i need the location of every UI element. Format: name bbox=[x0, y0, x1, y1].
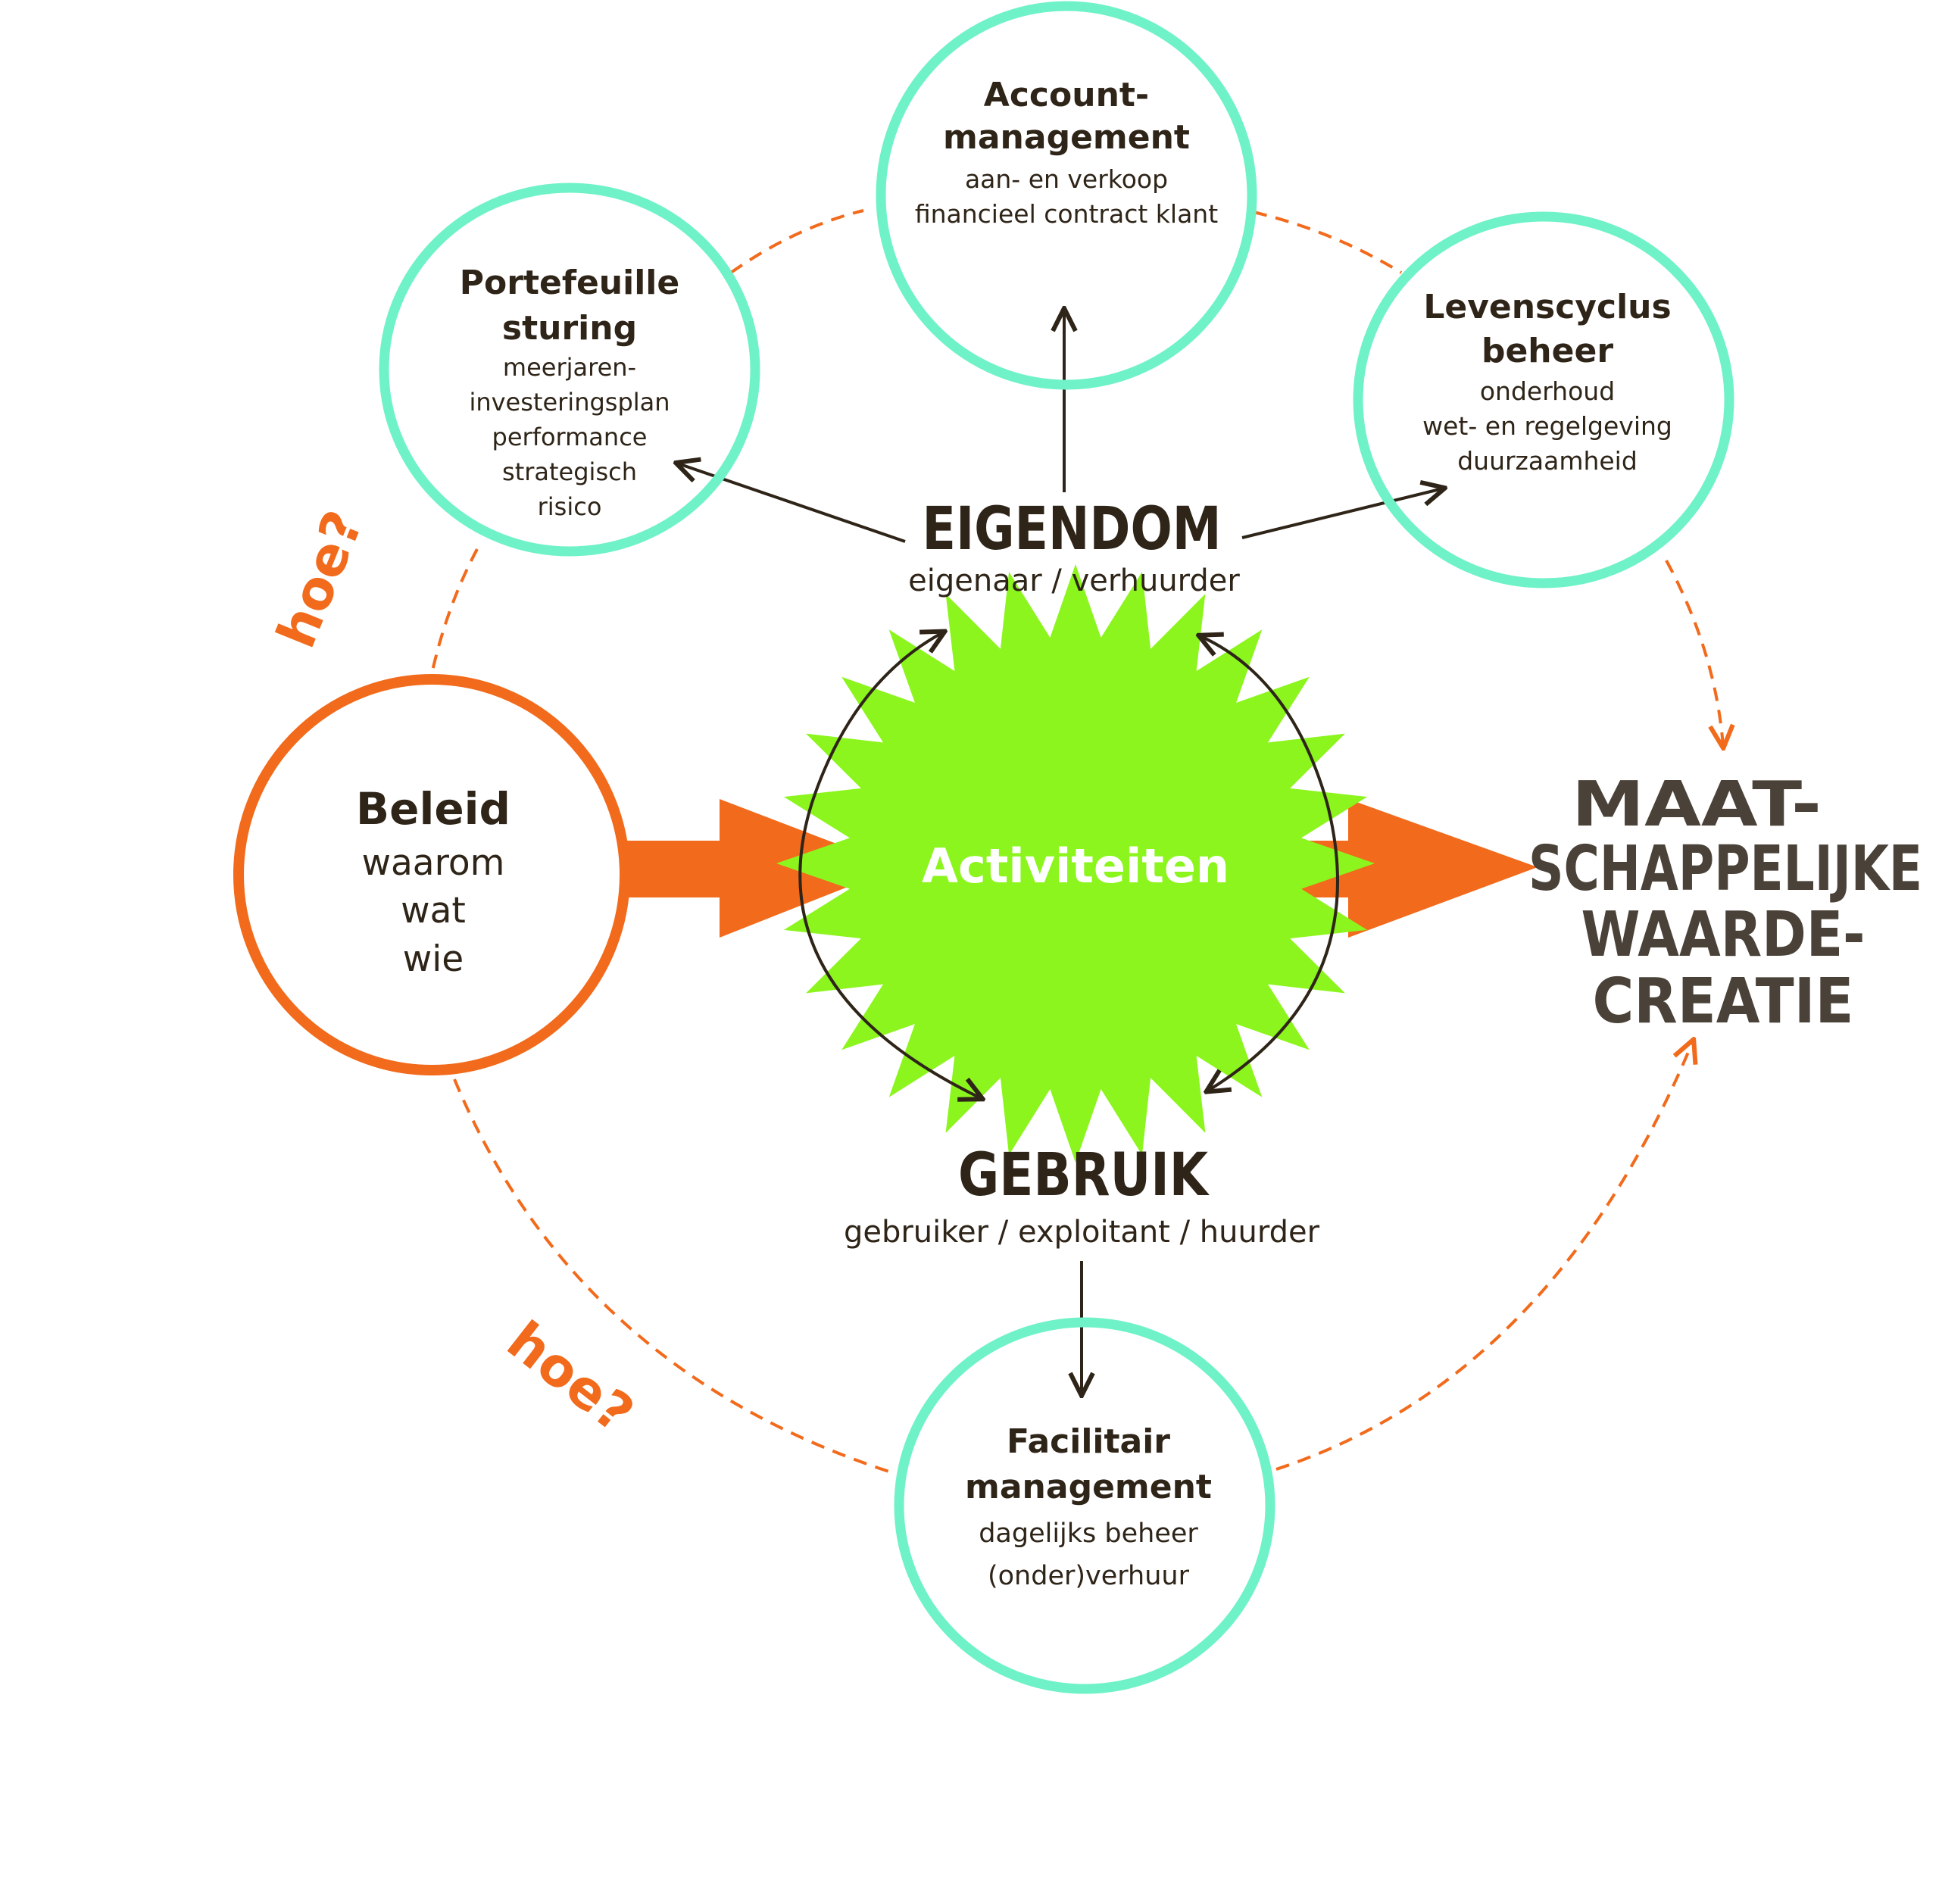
account-circle bbox=[876, 1, 1257, 390]
teal-circles bbox=[379, 1, 1734, 1694]
cycle-arrow-left bbox=[798, 632, 981, 1098]
portefeuille-line-1: meerjaren- bbox=[503, 353, 636, 382]
activiteiten-label: Activiteiten bbox=[922, 838, 1229, 894]
gebruik-title: GEBRUIK bbox=[958, 1141, 1210, 1210]
portefeuille-line-3: performance bbox=[492, 423, 648, 451]
eigendom-subtitle: eigenaar / verhuurder bbox=[908, 563, 1240, 598]
activiteiten-to-outcome-arrow bbox=[1242, 799, 1538, 938]
beleid-line-1: waarom bbox=[362, 842, 505, 884]
levenscyclus-circle bbox=[1353, 211, 1734, 588]
eigendom-title: EIGENDOM bbox=[923, 495, 1222, 563]
outcome-line-1: MAAT- bbox=[1572, 769, 1822, 841]
portefeuille-title-1: Portefeuille bbox=[460, 264, 679, 302]
account-title-2: management bbox=[943, 118, 1190, 157]
facilitair-title-2: management bbox=[965, 1468, 1212, 1506]
levenscyclus-line-2: wet- en regelgeving bbox=[1422, 411, 1672, 441]
levenscyclus-title-2: beheer bbox=[1481, 332, 1613, 370]
dashed-link-portefeuille-beleid bbox=[430, 548, 479, 675]
facilitair-title-1: Facilitair bbox=[1007, 1422, 1170, 1461]
gebruik-subtitle: gebruiker / exploitant / huurder bbox=[844, 1215, 1320, 1250]
facilitair-line-2: (onder)verhuur bbox=[988, 1561, 1190, 1591]
portefeuille-line-5: risico bbox=[538, 492, 602, 521]
account-title-1: Account- bbox=[984, 76, 1149, 114]
cycle-arrows bbox=[798, 632, 1340, 1098]
portefeuille-title-2: sturing bbox=[502, 309, 637, 348]
eigendom-to-portefeuille-arrow bbox=[678, 464, 906, 543]
beleid-line-3: wie bbox=[403, 938, 464, 980]
eigendom-to-levenscyclus-arrow bbox=[1241, 488, 1443, 539]
dashed-link-portefeuille-account bbox=[729, 209, 864, 274]
levenscyclus-line-1: onderhoud bbox=[1480, 376, 1615, 406]
hoe-label-lower: hoe? bbox=[496, 1309, 645, 1445]
hoe-label-upper: hoe? bbox=[265, 502, 376, 656]
dashed-cycle-links bbox=[430, 209, 1723, 1475]
portefeuille-line-2: investeringsplan bbox=[469, 388, 670, 417]
beleid-line-2: wat bbox=[401, 890, 466, 932]
beleid-circle bbox=[233, 674, 630, 1075]
beleid-to-activiteiten-arrow bbox=[625, 799, 898, 938]
account-line-2: financieel contract klant bbox=[915, 199, 1218, 229]
levenscyclus-line-3: duurzaamheid bbox=[1457, 446, 1638, 476]
dashed-link-levenscyclus-outcome bbox=[1665, 560, 1723, 746]
outcome-line-4: CREATIE bbox=[1593, 966, 1854, 1038]
dashed-link-beleid-facilitair bbox=[453, 1078, 895, 1475]
account-line-1: aan- en verkoop bbox=[965, 164, 1168, 194]
cycle-arrow-right bbox=[1200, 636, 1340, 1091]
levenscyclus-title-1: Levenscyclus bbox=[1423, 288, 1671, 326]
dashed-link-account-levenscyclus bbox=[1253, 211, 1403, 274]
outcome-line-2: SCHAPPELIJKE bbox=[1528, 833, 1922, 905]
portefeuille-line-4: strategisch bbox=[502, 457, 637, 486]
outcome-line-3: WAARDE- bbox=[1581, 899, 1866, 971]
portefeuille-circle bbox=[379, 183, 760, 557]
dashed-link-facilitair-outcome bbox=[1275, 1041, 1693, 1471]
facilitair-line-1: dagelijks beheer bbox=[979, 1519, 1198, 1549]
beleid-title: Beleid bbox=[356, 783, 510, 835]
facilitair-circle bbox=[894, 1317, 1275, 1694]
